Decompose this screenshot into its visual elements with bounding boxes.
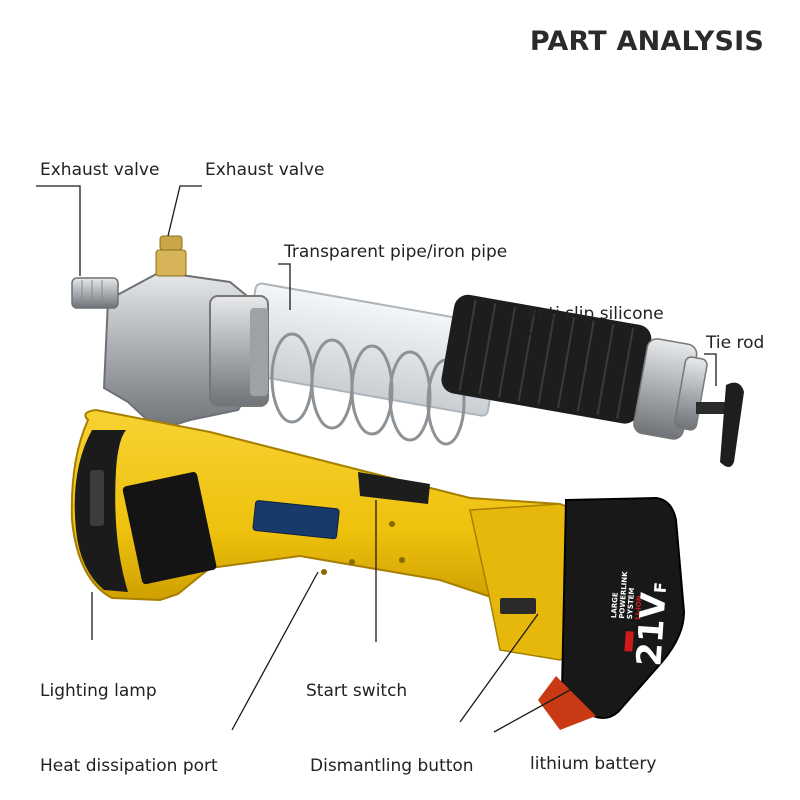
- label-dismantling-button: Dismantling button: [310, 756, 474, 776]
- yellow-body: [70, 408, 601, 661]
- label-tie-rod: Tie rod: [706, 333, 765, 353]
- tie-rod-handle: [696, 382, 744, 467]
- battery-voltage-sub: F: [650, 581, 671, 594]
- page-title: PART ANALYSIS: [529, 26, 764, 57]
- end-cap: [633, 338, 708, 440]
- metal-head: [102, 270, 269, 432]
- label-lithium-battery: lithium battery: [530, 754, 657, 774]
- label-start-switch: Start switch: [306, 681, 408, 701]
- nozzle: [71, 277, 119, 309]
- label-heat-dissipation-port: Heat dissipation port: [40, 756, 218, 776]
- battery-pack: [538, 496, 686, 730]
- label-lighting-lamp: Lighting lamp: [40, 681, 157, 701]
- label-transparent-pipe: Transparent pipe/iron pipe: [284, 242, 508, 262]
- leader-lines: [36, 185, 717, 733]
- spring-coils: [270, 332, 466, 446]
- anti-slip-silicone-grip: [441, 294, 652, 424]
- brass-valve: [155, 235, 187, 277]
- battery-voltage-value: 21V: [629, 591, 675, 668]
- label-exhaust-valve-1: Exhaust valve: [40, 160, 160, 180]
- battery-voltage: 21VF: [629, 580, 675, 668]
- label-exhaust-valve-2: Exhaust valve: [205, 160, 325, 180]
- label-anti-slip-silicone: Anti slip silicone: [526, 304, 664, 324]
